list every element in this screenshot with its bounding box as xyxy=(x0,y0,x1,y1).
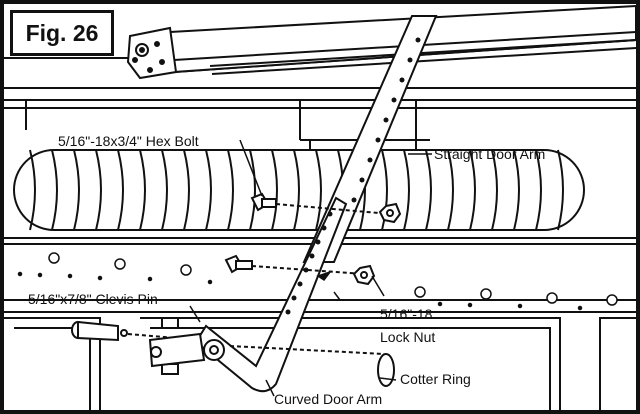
hex-bolt-icon xyxy=(224,192,391,275)
label-clevis-pin: 5/16"x7/8" Clevis Pin xyxy=(28,291,158,307)
label-lock-nut: Lock Nut xyxy=(380,329,436,345)
label-cotter-ring: Cotter Ring xyxy=(400,371,471,387)
header-framework xyxy=(4,57,636,230)
leader-lines xyxy=(189,139,432,397)
trolley-bracket xyxy=(126,26,178,80)
label-curved-door-arm: Curved Door Arm xyxy=(274,391,383,407)
door-bracket xyxy=(148,317,225,375)
lock-nut-icon xyxy=(352,202,402,286)
label-hex-bolt: 5/16"-18x3/4" Hex Bolt xyxy=(58,133,199,149)
door-holes xyxy=(17,252,618,311)
label-straight-door-arm: Straight Door Arm xyxy=(434,146,546,162)
label-lock-nut-size: 5/16"-18 xyxy=(380,306,433,322)
figure-tag: Fig. 26 xyxy=(10,10,114,56)
torsion-spring xyxy=(13,149,585,231)
cotter-ring-icon xyxy=(229,345,395,387)
clevis-pin-icon xyxy=(71,320,201,342)
